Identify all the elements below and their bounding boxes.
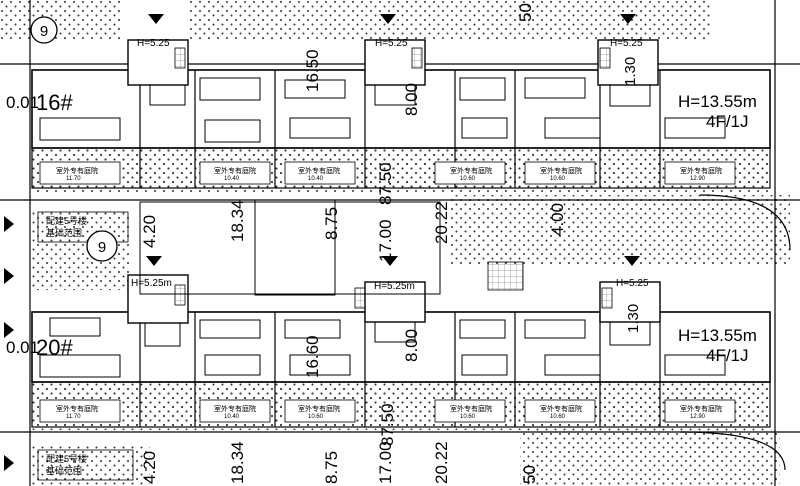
section-markers	[4, 216, 14, 471]
building-block-20	[31, 256, 771, 428]
building-block-16	[31, 14, 771, 189]
axis-label-top: 9	[40, 23, 48, 40]
axis-bubble-top: 9	[30, 16, 58, 44]
central-road	[37, 201, 441, 481]
axis-bubble-mid: 9	[86, 230, 118, 262]
axis-label-mid: 9	[98, 239, 106, 256]
